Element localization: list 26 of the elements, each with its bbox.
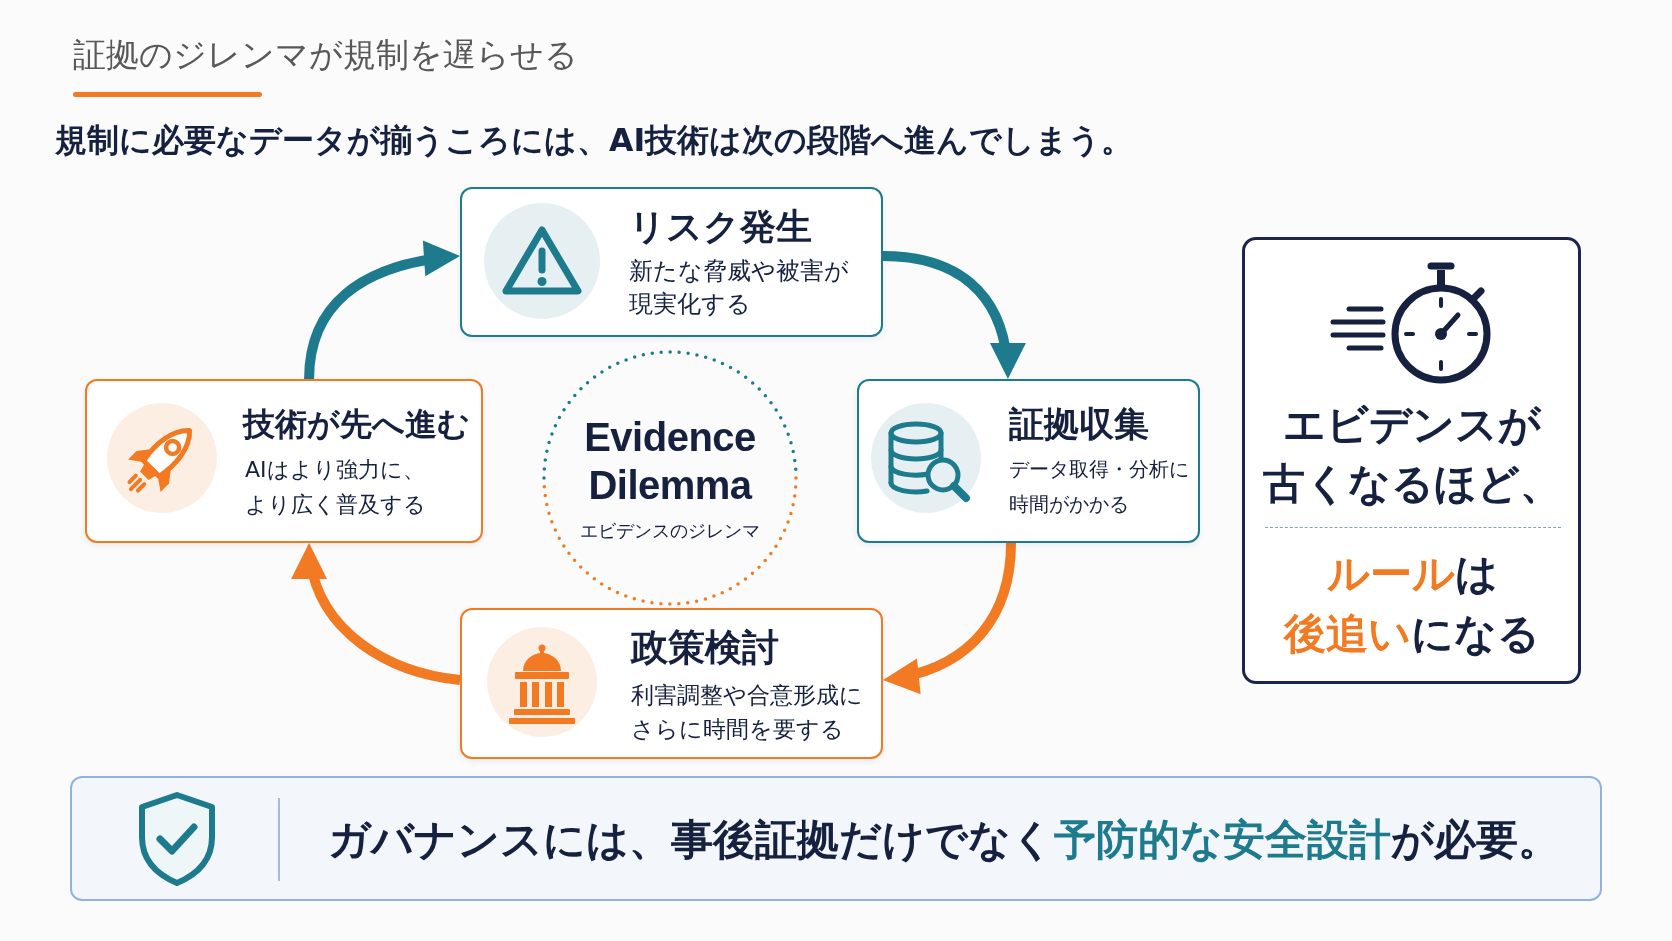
card-text: データ取得・分析に時間がかかる [1009, 456, 1190, 518]
step-card [460, 608, 883, 759]
panel-text: エビデンスが古くなるほど、 [1261, 399, 1563, 510]
card-heading: 証拠収集 [1009, 403, 1149, 445]
circle-subtitle: エビデンスのジレンマ [579, 520, 761, 542]
lead-text: 規制に必要なデータが揃うころには、AI技術は次の段階へ進んでしまう。 [55, 121, 1134, 160]
curved-arrow [293, 542, 461, 685]
card-heading: 技術が先へ進む [243, 405, 470, 443]
card-heading: 政策検討 [631, 626, 779, 670]
banner-text: ガバナンスには、事後証拠だけでなく予防的な安全設計が必要。 [328, 815, 1560, 865]
curved-arrow [882, 542, 1016, 693]
card-text: 新たな脅威や被害が現実化する [629, 256, 850, 320]
card-text: 利害調整や合意形成にさらに時間を要する [631, 681, 864, 744]
curved-arrow [304, 241, 461, 380]
step-card [85, 379, 483, 543]
page-title: 証拠のジレンマが規制を遅らせる [73, 34, 578, 76]
dotted-circle [542, 350, 798, 606]
panel-text: ルールは後追いになる [1282, 548, 1542, 660]
card-text: AIはより強力に、より広く普及する [245, 456, 427, 519]
step-card [857, 379, 1200, 543]
callout-panel [1242, 237, 1581, 684]
circle-title: Evidence Dilemma [583, 414, 757, 509]
step-card [460, 187, 883, 337]
curved-arrow [882, 251, 1025, 380]
card-heading: リスク発生 [629, 205, 812, 248]
message-banner [70, 776, 1602, 901]
